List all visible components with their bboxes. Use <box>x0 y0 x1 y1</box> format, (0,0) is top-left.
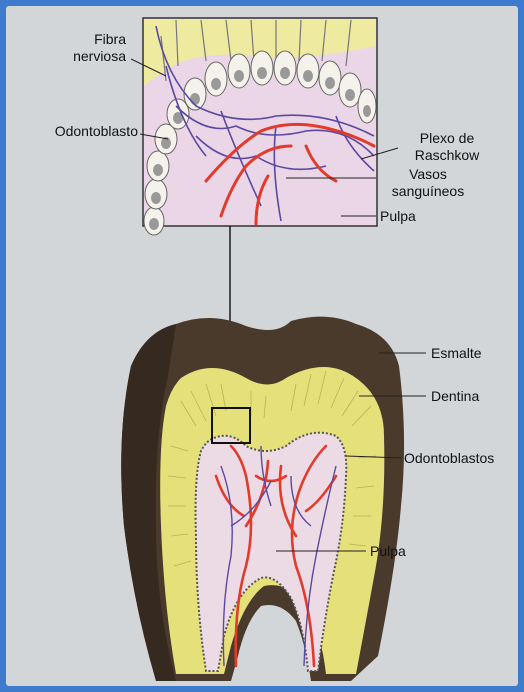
label-odontoblastos: Odontoblastos <box>404 450 494 467</box>
pulp-chamber <box>196 433 347 671</box>
tooth <box>121 317 426 681</box>
label-esmalte: Esmalte <box>431 345 482 362</box>
label-odontoblasto: Odontoblasto <box>26 123 138 140</box>
label-pulpa-inset: Pulpa <box>380 208 416 225</box>
label-pulpa-tooth: Pulpa <box>370 543 406 560</box>
inset-magnified-view <box>131 18 398 235</box>
label-dentina: Dentina <box>431 388 479 405</box>
